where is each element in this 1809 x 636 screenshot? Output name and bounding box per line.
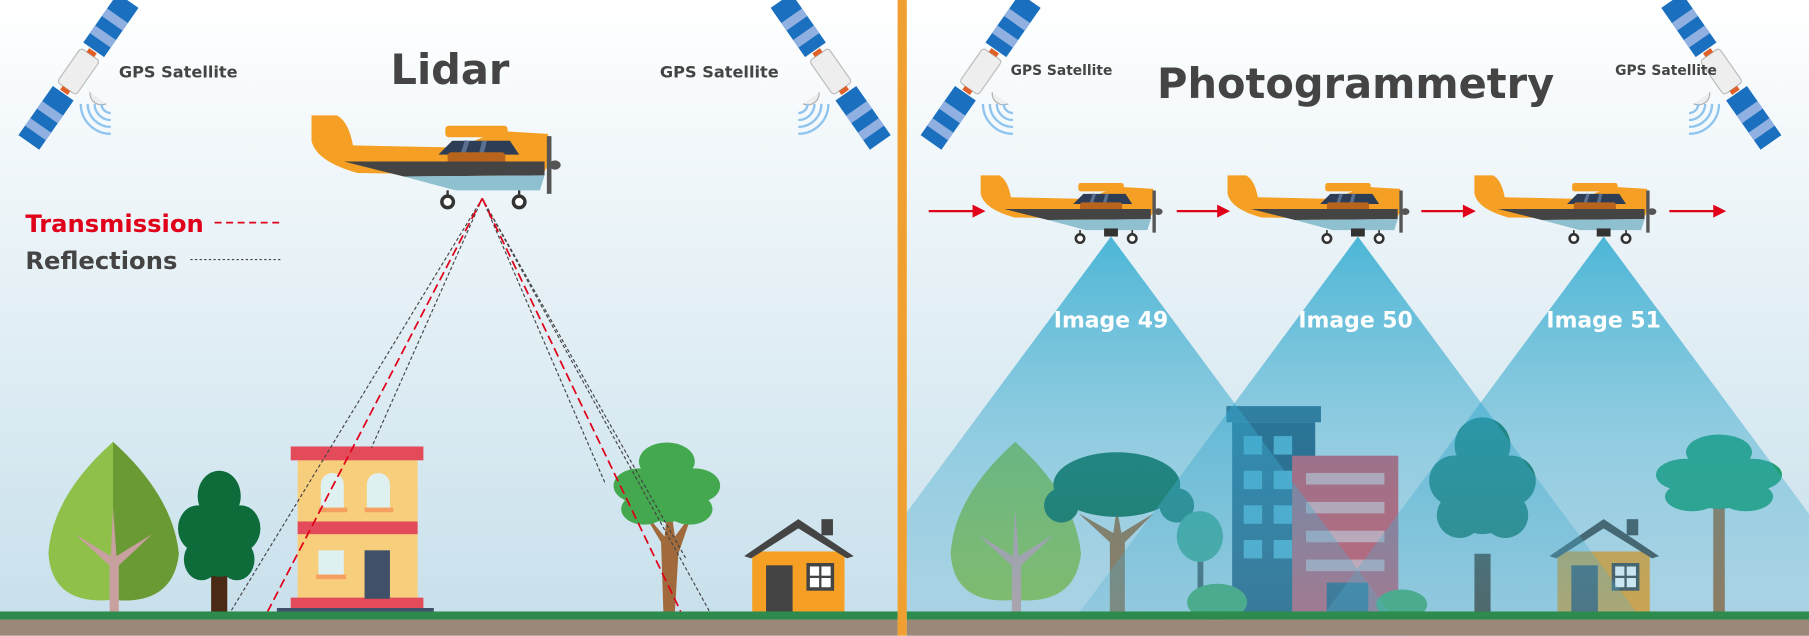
transmission-lines	[266, 198, 682, 612]
panel-divider	[897, 0, 907, 636]
house	[744, 519, 854, 614]
lidar-title: Lidar	[390, 45, 509, 94]
leaf-tree	[48, 441, 179, 612]
reflection-lines	[230, 198, 711, 612]
soil-strip	[906, 619, 1809, 636]
round-tree	[178, 470, 261, 614]
photogrammetry-title: Photogrammetry	[1157, 59, 1554, 108]
gps-satellite-label: GPS Satellite	[660, 62, 779, 81]
soil-strip	[0, 619, 898, 636]
camera-icon	[1350, 228, 1365, 237]
legend-reflections-label: Reflections	[25, 247, 177, 275]
image-label: Image 49	[1054, 309, 1168, 334]
grass-strip	[0, 611, 898, 620]
flight-path-arrows	[928, 204, 1727, 218]
camera-footprint-cone	[1307, 236, 1809, 636]
gps-satellite-label: GPS Satellite	[119, 62, 238, 81]
apartment-building	[276, 446, 434, 614]
legend-transmission-label: Transmission	[25, 210, 203, 238]
camera-icon	[1596, 228, 1611, 237]
image-label: Image 51	[1546, 309, 1660, 334]
green-tree	[613, 442, 721, 612]
camera-icon	[1104, 228, 1118, 237]
gps-satellite-label: GPS Satellite	[1615, 63, 1717, 79]
photogrammetry-scene	[906, 236, 1809, 636]
grass-strip	[906, 611, 1809, 620]
gps-satellite-label: GPS Satellite	[1011, 63, 1113, 79]
image-label: Image 50	[1298, 309, 1412, 334]
